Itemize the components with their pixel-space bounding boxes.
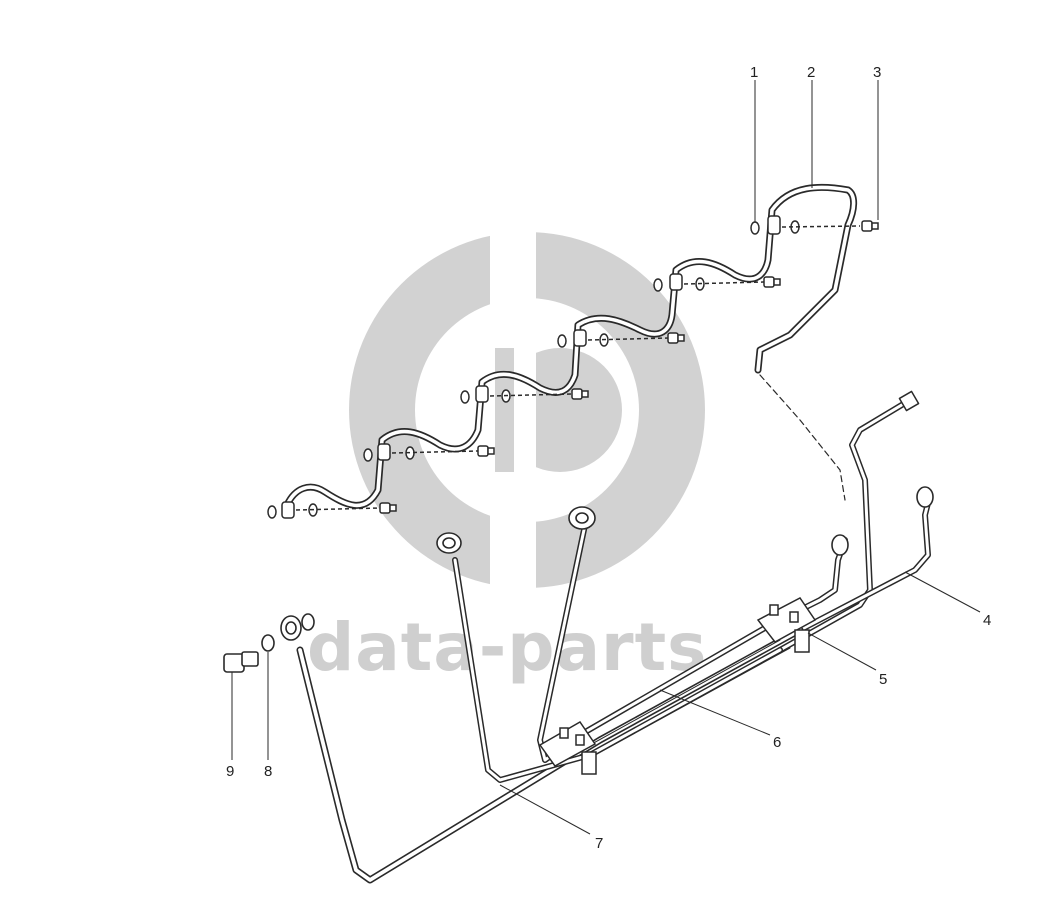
callout-8: 8	[264, 763, 272, 780]
callout-6: 6	[773, 734, 781, 751]
banjo-fittings	[267, 215, 879, 519]
callout-1: 1	[750, 64, 758, 81]
callout-leaders	[231, 80, 981, 835]
callout-3: 3	[873, 64, 881, 81]
callout-9: 9	[226, 763, 234, 780]
watermark-text: data-parts	[307, 609, 707, 686]
callout-7: 7	[595, 835, 603, 852]
clamps	[538, 597, 817, 775]
callout-5: 5	[879, 671, 887, 688]
watermark-logo	[349, 228, 705, 592]
banjo-bolt-assembly	[223, 613, 315, 673]
upper-fuel-line	[283, 183, 858, 509]
main-pipe-bundle	[296, 522, 804, 884]
banjo-tops	[436, 486, 934, 556]
callout-labels: 1 2 3 4 5 6 7 8 9	[226, 64, 991, 852]
callout-2: 2	[807, 64, 815, 81]
callout-4: 4	[983, 612, 991, 629]
